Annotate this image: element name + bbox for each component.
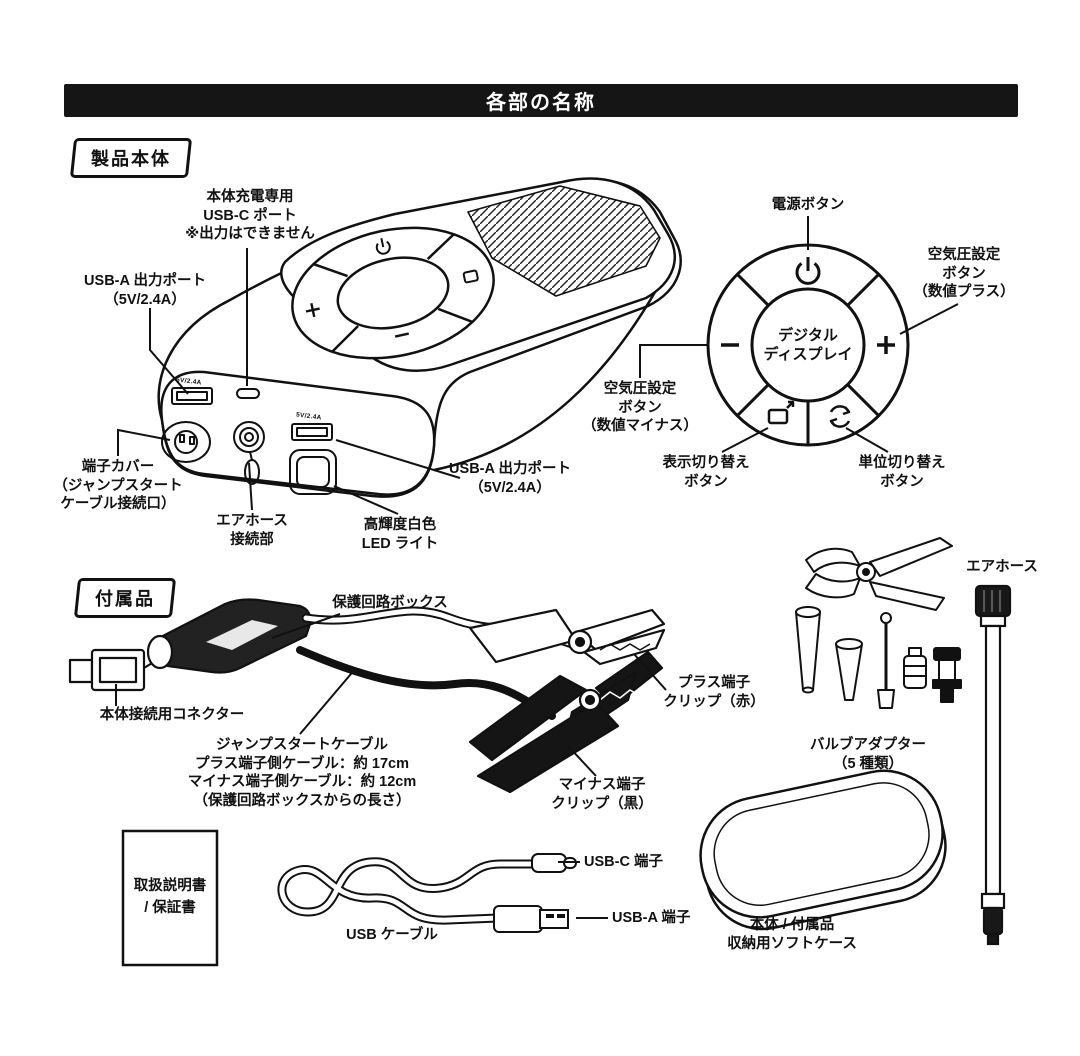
label-valve-adapter: バルブアダプター （5 種類） bbox=[810, 737, 926, 772]
usba-left-port-shape bbox=[171, 387, 213, 405]
page-title: 各部の名称 bbox=[486, 92, 596, 114]
label-usba-left: USB-A 出力ポート （5V/2.4A） bbox=[84, 273, 206, 308]
leader-lines bbox=[115, 216, 959, 919]
accessories-section-box: 付属品 bbox=[73, 578, 177, 618]
label-soft-case: 本体 / 付属品 収納用ソフトケース bbox=[727, 917, 857, 952]
dial-power-icon bbox=[375, 238, 391, 255]
grip-texture bbox=[467, 185, 661, 297]
minus-cable-shape bbox=[296, 646, 556, 720]
label-usbc-charge-port: 本体充電専用 USB-C ポート ※出力はできません bbox=[185, 189, 315, 243]
dial-mode-icon bbox=[462, 269, 479, 284]
label-manual: 取扱説明書 / 保証書 bbox=[133, 878, 207, 916]
unit-toggle-icon bbox=[829, 405, 851, 428]
label-body-connector: 本体接続用コネクター bbox=[99, 707, 245, 723]
label-pressure-plus: 空気圧設定 ボタン （数値プラス） bbox=[913, 247, 1015, 301]
plus-icon bbox=[877, 336, 895, 354]
device-illustration bbox=[157, 177, 682, 498]
label-led-light: 高輝度白色 LED ライト bbox=[361, 517, 439, 552]
small-adapter-shape bbox=[903, 647, 927, 689]
body-connector-shape bbox=[68, 648, 158, 692]
label-jump-cable: ジャンプスタートケーブル プラス端子側ケーブル：約 17cm マイナス端子側ケー… bbox=[187, 737, 417, 809]
soft-case-illustration bbox=[699, 769, 947, 931]
cone-adapter-1-shape bbox=[795, 606, 821, 694]
usb-cable-illustration bbox=[277, 853, 577, 933]
air-connector-shape bbox=[233, 421, 265, 485]
accessories-section-label: 付属品 bbox=[95, 589, 155, 609]
dial-plus-icon bbox=[305, 302, 320, 318]
manual-illustration bbox=[121, 829, 219, 967]
label-pressure-minus: 空気圧設定 ボタン （数値マイナス） bbox=[582, 381, 698, 435]
label-unit-toggle: 単位切り替え ボタン bbox=[858, 455, 946, 490]
label-terminal-cover: 端子カバー （ジャンプスタート ケーブル接続口） bbox=[53, 459, 183, 513]
label-plus-clip: プラス端子 クリップ（赤） bbox=[663, 675, 765, 710]
section-header: 各部の名称 bbox=[64, 84, 1018, 117]
label-usba-right: USB-A 出力ポート （5V/2.4A） bbox=[449, 461, 571, 496]
clamp-shape bbox=[805, 537, 953, 611]
label-protection-box: 保護回路ボックス bbox=[332, 595, 448, 611]
valve-adapters-illustration bbox=[795, 537, 962, 709]
label-digital-display: デジタル ディスプレイ bbox=[763, 326, 853, 363]
ball-needle-shape bbox=[877, 612, 895, 709]
display-toggle-icon bbox=[767, 400, 795, 425]
dial-minus-icon bbox=[394, 332, 410, 338]
usba-right-port-shape bbox=[291, 423, 333, 441]
terminal-cover-shape bbox=[161, 421, 211, 463]
usba-plug-shape bbox=[493, 905, 569, 933]
product-section-label: 製品本体 bbox=[91, 149, 171, 169]
product-section-box: 製品本体 bbox=[69, 138, 193, 178]
label-display-toggle: 表示切り替え ボタン bbox=[662, 455, 750, 490]
label-air-hose: エアホース bbox=[966, 559, 1038, 575]
label-power-button: 電源ボタン bbox=[771, 197, 845, 213]
plus-clip-shape bbox=[468, 608, 666, 666]
stepped-adapter-shape bbox=[932, 647, 962, 703]
minus-clip-shape bbox=[468, 650, 664, 794]
air-hose-illustration bbox=[974, 584, 1012, 946]
power-icon bbox=[795, 257, 821, 285]
jump-cable-illustration bbox=[68, 598, 666, 794]
label-usb-cable: USB ケーブル bbox=[346, 927, 438, 943]
usbc-port-shape bbox=[236, 388, 260, 399]
label-minus-clip: マイナス端子 クリップ（黒） bbox=[551, 777, 653, 812]
device-control-dial bbox=[291, 226, 495, 360]
label-usba-plug: USB-A 端子 bbox=[612, 910, 691, 926]
label-air-hose-connector: エアホース 接続部 bbox=[216, 513, 288, 548]
label-usbc-plug: USB-C 端子 bbox=[584, 854, 663, 870]
led-light-shape bbox=[289, 449, 337, 495]
cone-adapter-2-shape bbox=[835, 638, 863, 701]
